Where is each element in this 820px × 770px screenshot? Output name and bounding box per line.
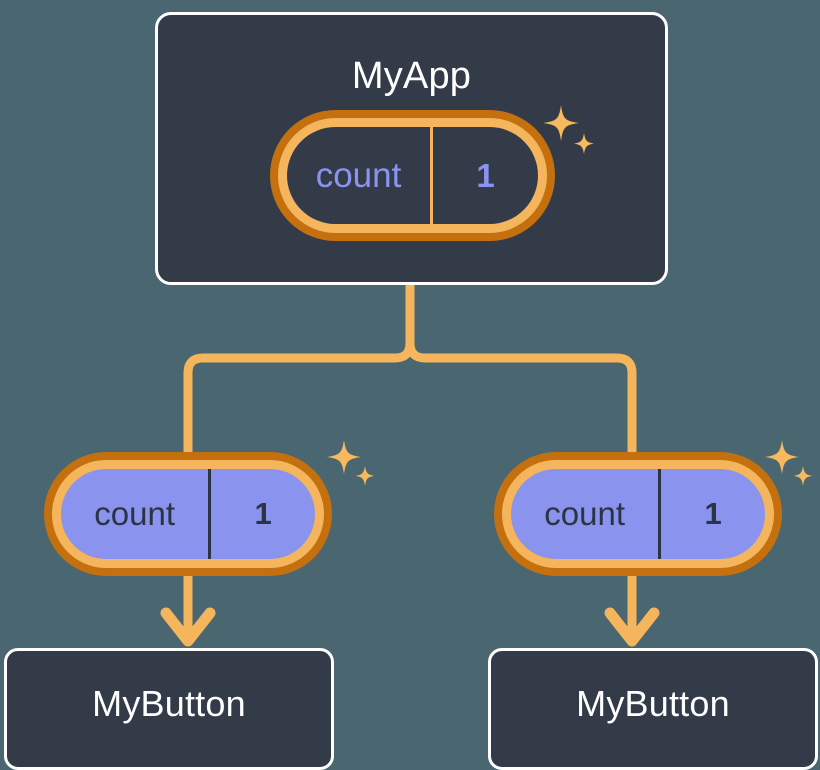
sparkle-left-icon: [327, 440, 375, 486]
node-mybutton-right-card[interactable]: MyButton: [488, 648, 818, 770]
arrow-head-right: [604, 607, 660, 647]
state-key-right: count: [511, 469, 662, 559]
mybutton-left-title: MyButton: [92, 683, 246, 724]
state-value-left: 1: [254, 496, 272, 531]
state-pill-myapp-ring: count 1: [278, 118, 547, 233]
state-key-left: count: [61, 469, 212, 559]
state-value-right: 1: [704, 496, 722, 531]
state-pill-myapp[interactable]: count 1: [270, 110, 555, 241]
state-value-myapp: 1: [476, 156, 495, 194]
state-pill-left[interactable]: count 1: [44, 452, 332, 576]
state-pill-right-body: count 1: [511, 469, 765, 559]
node-mybutton-left-card[interactable]: MyButton: [4, 648, 334, 770]
state-pill-left-body: count 1: [61, 469, 315, 559]
state-pill-left-ring: count 1: [52, 460, 324, 568]
arrow-head-left: [160, 607, 216, 647]
state-pill-right-ring: count 1: [502, 460, 774, 568]
mybutton-right-title: MyButton: [576, 683, 730, 724]
state-pill-right[interactable]: count 1: [494, 452, 782, 576]
myapp-title: MyApp: [351, 55, 472, 97]
state-key-myapp: count: [287, 127, 434, 224]
state-pill-myapp-body: count 1: [287, 127, 538, 224]
